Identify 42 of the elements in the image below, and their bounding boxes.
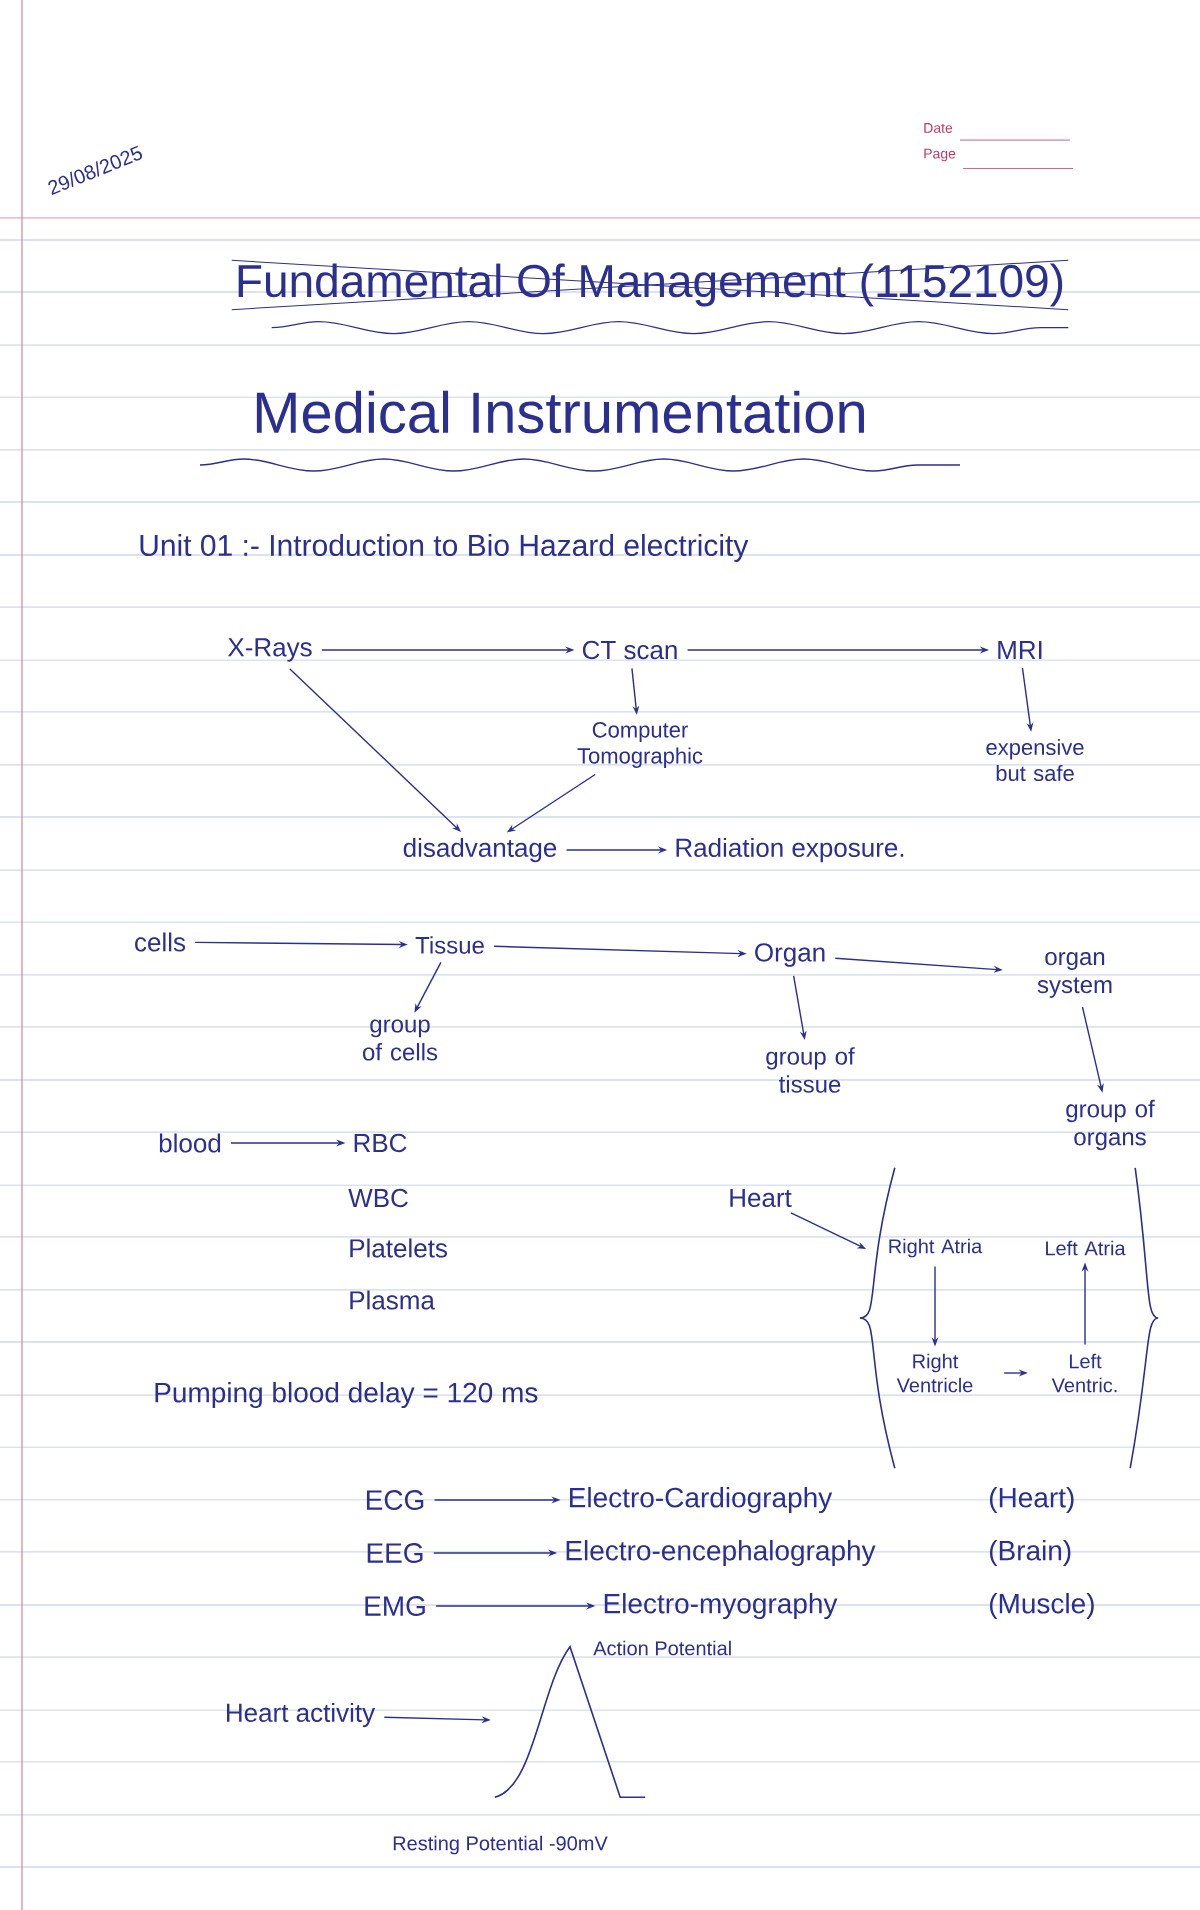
handwritten-term: cells: [135, 932, 186, 952]
handwritten-term: blood: [159, 1133, 221, 1153]
handwritten-term: Organ: [755, 943, 825, 967]
curve-label: Action Potential: [593, 1640, 731, 1656]
handwritten-term: X-Rays: [227, 638, 312, 662]
handwritten-term: disadvantage: [403, 837, 557, 863]
form-field-label: Date: [924, 123, 1071, 141]
handwritten-term: Heart activity: [227, 1702, 376, 1728]
handwritten-term: expensive but safe: [986, 738, 1084, 782]
handwritten-term: Electro-Cardiography: [570, 1487, 833, 1514]
handwritten-term: Computer Tomographic: [577, 722, 703, 768]
list-item: Platelets: [350, 1238, 447, 1258]
handwritten-term: ECG: [366, 1490, 424, 1510]
bracket-group: [859, 1167, 1159, 1469]
handwritten-term: EMG: [365, 1596, 425, 1616]
page-title: Medical Instrumentation: [256, 390, 864, 434]
handwritten-term: Left Ventric.: [1051, 1353, 1117, 1393]
handwritten-term: Electro-encephalography: [566, 1540, 876, 1567]
handwritten-term: group of tissue: [766, 1047, 855, 1093]
organ-note: (Muscle): [989, 1593, 1094, 1620]
handwritten-term: Tissue: [415, 936, 484, 954]
note-text: Pumping blood delay = 120 ms: [155, 1382, 538, 1409]
handwritten-term: MRI: [998, 641, 1042, 659]
handwritten-term: Left Atria: [1046, 1240, 1126, 1256]
list-item: WBC: [348, 1188, 408, 1208]
organ-note: (Heart): [989, 1487, 1074, 1514]
handwritten-term: Heart: [730, 1188, 792, 1208]
organ-note: (Brain): [989, 1540, 1071, 1567]
list-item: Plasma: [350, 1290, 435, 1310]
form-field-label: Page: [924, 148, 1074, 169]
handwritten-term: CT scan: [582, 640, 677, 660]
handwritten-term: Electro-myography: [604, 1593, 838, 1620]
handwritten-term: EEG: [367, 1543, 423, 1563]
unit-heading: Unit 01 :- Introduction to Bio Hazard electricity: [140, 534, 749, 562]
handwritten-term: Radiation exposure.: [676, 837, 904, 863]
handwritten-term: RBC: [354, 1133, 407, 1153]
handwritten-term: group of organs: [1066, 1099, 1155, 1151]
curve-label: Resting Potential -90mV: [393, 1835, 608, 1855]
handwritten-term: organ system: [1037, 952, 1112, 998]
handwritten-term: Right Atria: [889, 1238, 983, 1258]
handwritten-term: group of cells: [363, 1019, 438, 1061]
handwritten-term: Right Ventricle: [896, 1353, 973, 1393]
